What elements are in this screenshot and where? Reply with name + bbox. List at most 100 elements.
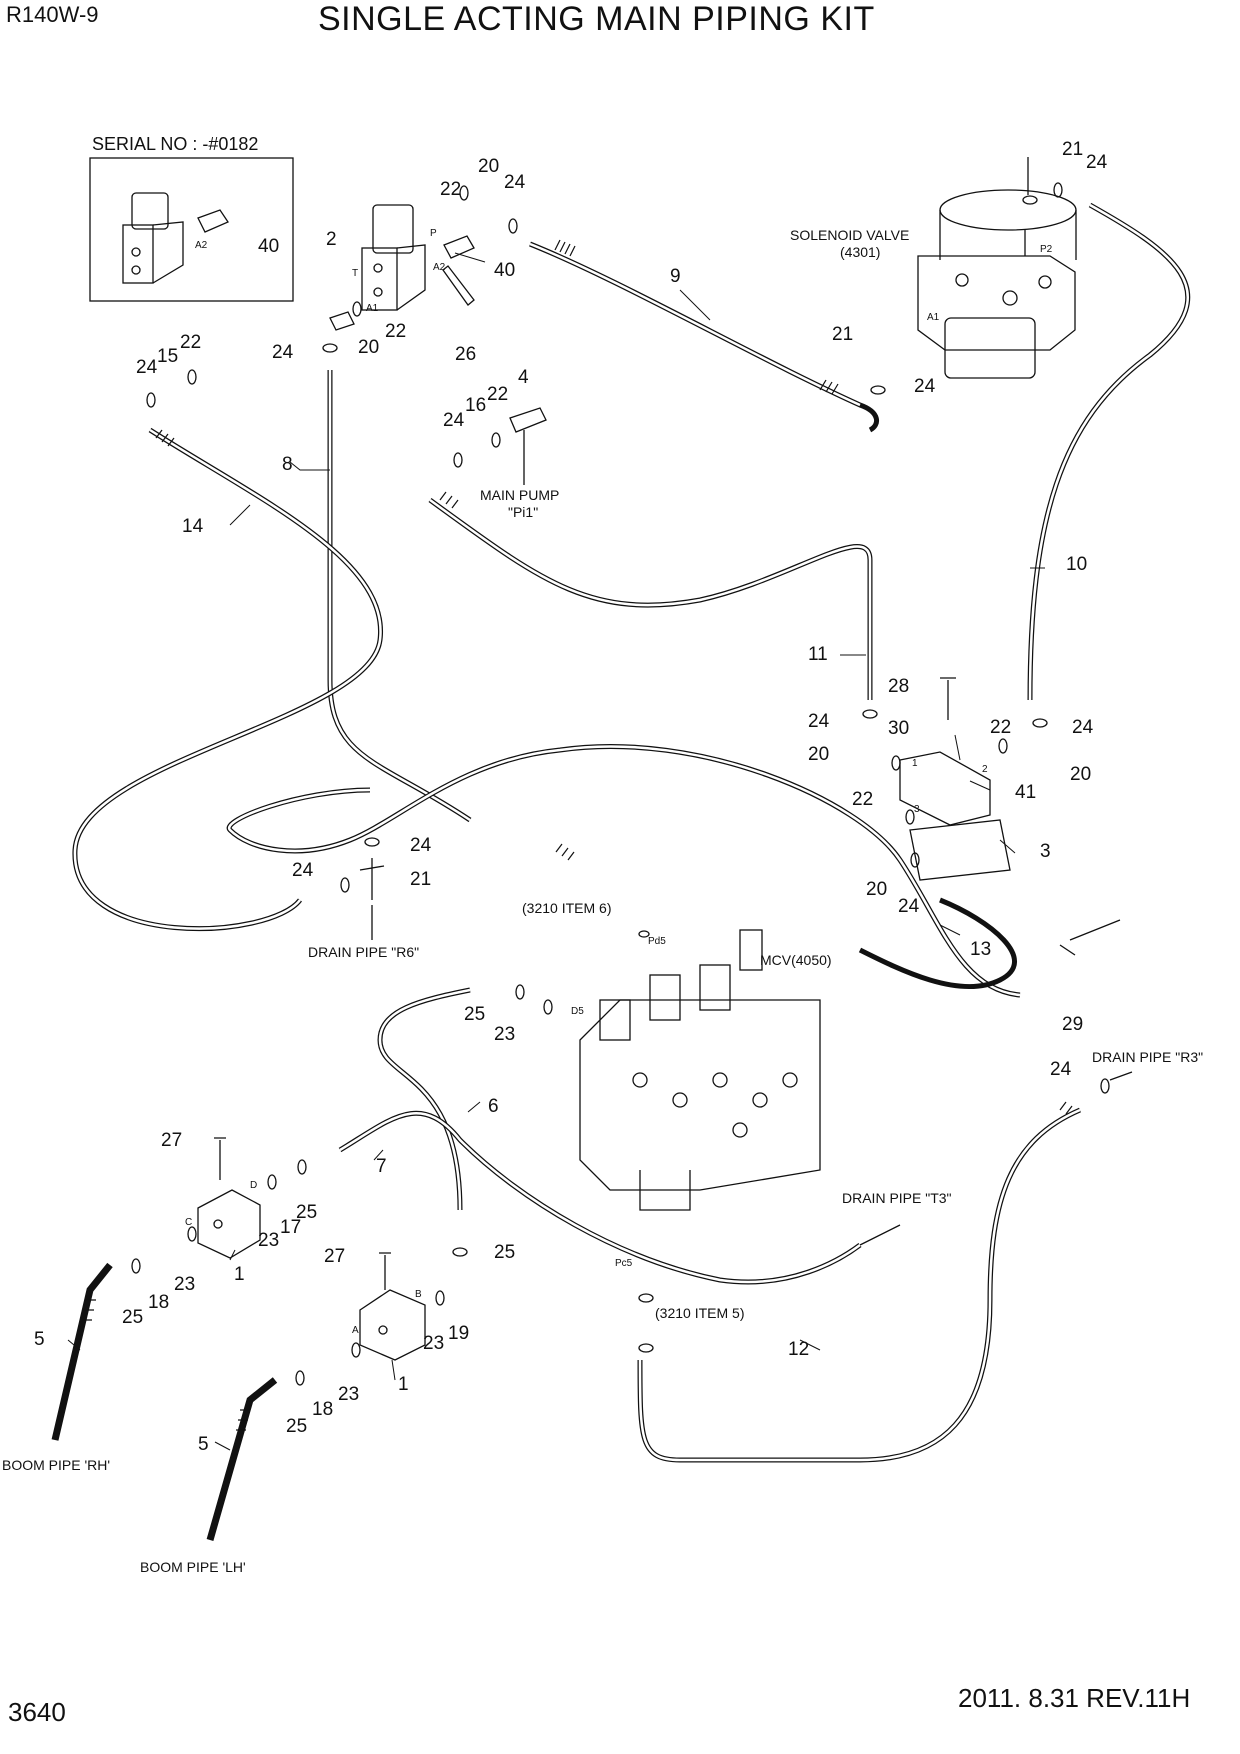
block-1-upper	[197, 1189, 261, 1259]
callout-23c: 23	[174, 1274, 195, 1295]
item5-label: (3210 ITEM 5)	[655, 1305, 744, 1321]
mcv-label: MCV(4050)	[760, 952, 832, 968]
hose-10	[1027, 202, 1191, 701]
boom-pipe-rh-label: BOOM PIPE 'RH'	[2, 1457, 110, 1473]
port-3: 3	[914, 804, 920, 815]
callout-14: 14	[182, 516, 204, 537]
serial-number-label: SERIAL NO : -#0182	[92, 134, 258, 154]
elbow-fitting-20	[329, 311, 355, 331]
callout-1a: 1	[234, 1264, 245, 1285]
callout-21c: 21	[410, 869, 431, 890]
callout-26: 26	[455, 344, 476, 365]
port-d: D	[250, 1180, 257, 1191]
drain-pipe-r3-label: DRAIN PIPE "R3"	[1092, 1049, 1203, 1065]
o-rings	[131, 182, 1110, 1386]
bolt-27-upper	[214, 1137, 226, 1180]
callout-11: 11	[808, 644, 828, 665]
solenoid-block	[361, 204, 475, 311]
callout-25a: 25	[464, 1004, 485, 1025]
callout-5a: 5	[34, 1329, 45, 1350]
drain-pipe-r6-label: DRAIN PIPE "R6"	[308, 944, 419, 960]
callout-7: 7	[376, 1156, 387, 1177]
inset-port-a2: A2	[195, 240, 208, 251]
hose-hatching	[82, 239, 1073, 1431]
callout-24j: 24	[410, 835, 432, 856]
callout-17b: 17	[280, 1217, 301, 1238]
port-d5: D5	[571, 1006, 584, 1017]
callout-27b: 27	[324, 1246, 345, 1267]
callout-2: 2	[326, 229, 337, 250]
callout-22b: 22	[385, 321, 406, 342]
inset-solenoid-valve	[122, 192, 229, 284]
callout-25e: 25	[286, 1416, 307, 1437]
block-41	[899, 751, 1011, 881]
port-a: A	[352, 1325, 359, 1336]
callout-25d: 25	[494, 1242, 515, 1263]
callout-5b: 5	[198, 1434, 209, 1455]
callout-25b: 25	[296, 1202, 317, 1223]
callout-23e: 23	[338, 1384, 359, 1405]
leader-lines	[67, 252, 1045, 1451]
port-c: C	[185, 1217, 192, 1228]
callout-24-r3: 24	[1050, 1059, 1072, 1080]
callout-20a: 20	[478, 156, 499, 177]
callout-22e: 22	[990, 717, 1011, 738]
block-1-lower	[359, 1289, 426, 1361]
callout-24h: 24	[1072, 717, 1094, 738]
port-a2: A2	[433, 262, 446, 273]
hose-13	[858, 897, 1017, 990]
callout-23b: 23	[258, 1230, 279, 1251]
solenoid-valve-label: SOLENOID VALVE	[790, 227, 909, 243]
bolt-29	[1059, 919, 1121, 956]
inset-callout-40: 40	[258, 236, 279, 257]
callout-25c: 25	[122, 1307, 143, 1328]
model-number: R140W-9	[6, 2, 99, 27]
port-b: B	[415, 1289, 422, 1300]
bolt-28	[940, 677, 956, 720]
hose-9	[529, 241, 879, 433]
serial-inset-box	[89, 157, 294, 302]
callout-24g: 24	[808, 711, 830, 732]
callout-30: 30	[888, 718, 909, 739]
port-a1: A1	[366, 303, 379, 314]
boom-pipe-lh-label: BOOM PIPE 'LH'	[140, 1559, 246, 1575]
page-title: SINGLE ACTING MAIN PIPING KIT	[318, 0, 875, 38]
callout-6: 6	[488, 1096, 499, 1117]
callout-28: 28	[888, 676, 909, 697]
callout-20e: 20	[866, 879, 887, 900]
callout-9: 9	[670, 266, 681, 287]
callout-24b: 24	[272, 342, 294, 363]
hose-11	[428, 497, 873, 700]
port-pd5: Pd5	[648, 936, 666, 947]
hose-6	[377, 987, 471, 1211]
callout-18a: 18	[148, 1292, 169, 1313]
main-pump-port: "Pi1"	[508, 504, 538, 520]
port-t: T	[352, 268, 358, 279]
port-2: 2	[982, 764, 988, 775]
callout-29: 29	[1062, 1014, 1083, 1035]
callout-20b: 20	[358, 337, 379, 358]
callout-4: 4	[518, 367, 529, 388]
callout-41: 41	[1015, 782, 1036, 803]
bolt-27-lower	[379, 1252, 391, 1290]
callout-21a: 21	[1062, 139, 1083, 160]
callout-23a: 23	[494, 1024, 515, 1045]
hose-12	[637, 1107, 1081, 1463]
port-p: P	[430, 228, 437, 239]
callout-13: 13	[970, 939, 991, 960]
page-number: 3640	[8, 1697, 66, 1727]
callout-24d: 24	[1086, 152, 1108, 173]
callout-12: 12	[788, 1339, 809, 1360]
drain-arrow-t3	[859, 1224, 901, 1246]
hose-7	[338, 1110, 862, 1285]
callout-22f: 22	[852, 789, 873, 810]
callout-23d: 23	[423, 1333, 444, 1354]
hose-8	[327, 370, 472, 823]
callout-24i: 24	[898, 896, 920, 917]
tee-fitting-4	[509, 407, 547, 460]
hose-14	[72, 427, 383, 932]
port-a1-solenoid: A1	[927, 312, 940, 323]
drain-arrow-r3	[1109, 1071, 1133, 1081]
